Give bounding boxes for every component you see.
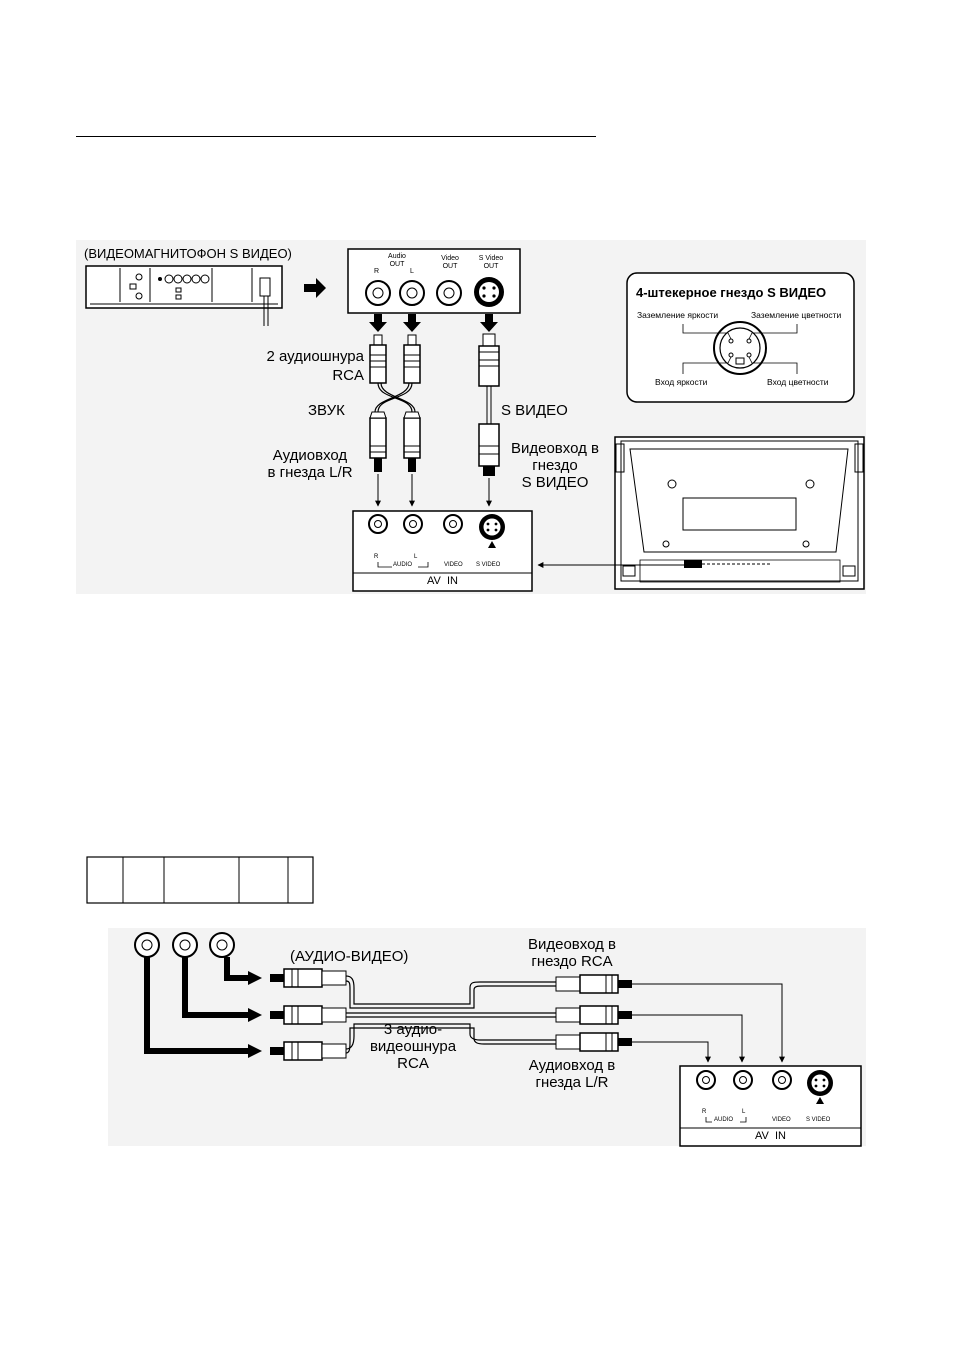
av-in-panel-bottom (679, 1065, 862, 1147)
av-in-top-svideo: S VIDEO (476, 562, 501, 568)
svideo-out-label: S Video OUT (478, 255, 504, 270)
av-in-bottom-svideo: S VIDEO (806, 1117, 831, 1123)
audio-cable-label: 2 аудиошнура RCA (266, 348, 365, 384)
rca-plug-bottom-right (403, 411, 421, 472)
av-in-top-l: L (414, 554, 418, 560)
av-in-bottom-audio: AUDIO (714, 1117, 734, 1123)
chroma-input-label: Вход цветности (767, 377, 829, 387)
luma-input-label: Вход яркости (655, 377, 708, 387)
vcr-device (85, 265, 283, 326)
svideo-cable (478, 333, 500, 476)
video-out-label: Video OUT (441, 255, 459, 270)
audio-cable (374, 382, 416, 413)
av-in-panel-top (352, 510, 533, 592)
av-in-top-video: VIDEO (444, 562, 463, 568)
sound-label: ЗВУК (308, 402, 345, 419)
pinout-title: 4-штекерное гнездо S ВИДЕО (636, 285, 827, 300)
tv-rear-view (614, 436, 865, 590)
av-cables (345, 975, 556, 1054)
arrow-icon (304, 278, 326, 298)
video-input-label: Видеовход в гнездо S ВИДЕО (510, 440, 600, 491)
routing-lines (632, 983, 785, 1063)
svideo-label: S ВИДЕО (501, 402, 568, 419)
audio-input-label: Аудиовход в гнезда L/R (267, 447, 353, 481)
av-in-top-title: AV IN (427, 575, 458, 587)
av-in-bottom-r: R (702, 1109, 707, 1115)
elbow-arrows (144, 957, 250, 1054)
luma-ground-label: Заземление яркости (637, 310, 719, 320)
svideo-pinout-box (626, 272, 855, 403)
av-in-bottom-title: AV IN (755, 1130, 786, 1142)
source-jacks (134, 932, 235, 958)
bottom-video-input-label: Видеовход в гнездо RCA (527, 936, 617, 970)
av-in-top-audio: AUDIO (393, 562, 413, 568)
chroma-ground-label: Заземление цветности (751, 310, 842, 320)
down-arrows (369, 314, 498, 332)
rca-plug-bottom-left (369, 411, 387, 472)
av-in-top-r: R (374, 554, 379, 560)
vcr-title: (ВИДЕОМАГНИТОФОН S ВИДЕО) (84, 246, 292, 261)
vcr-output-panel (347, 248, 521, 314)
audio-out-label: Audio OUT (388, 253, 406, 268)
rca-plug-top-left (369, 334, 387, 384)
av-in-bottom-l: L (742, 1109, 746, 1115)
jack-l-label: L (410, 268, 414, 275)
header-rule (76, 136, 596, 137)
jack-r-label: R (374, 268, 380, 275)
left-plugs (270, 968, 347, 1061)
bottom-audio-input-label: Аудиовход в гнезда L/R (528, 1057, 616, 1091)
av-in-bottom-video: VIDEO (772, 1117, 791, 1123)
av-label: (АУДИО-ВИДЕО) (290, 948, 409, 965)
rca-plug-top-right (403, 334, 421, 384)
av-cable-label: 3 аудио- видеошнура RCA (369, 1021, 457, 1072)
empty-table-box (86, 856, 314, 904)
right-plugs (555, 974, 632, 1052)
